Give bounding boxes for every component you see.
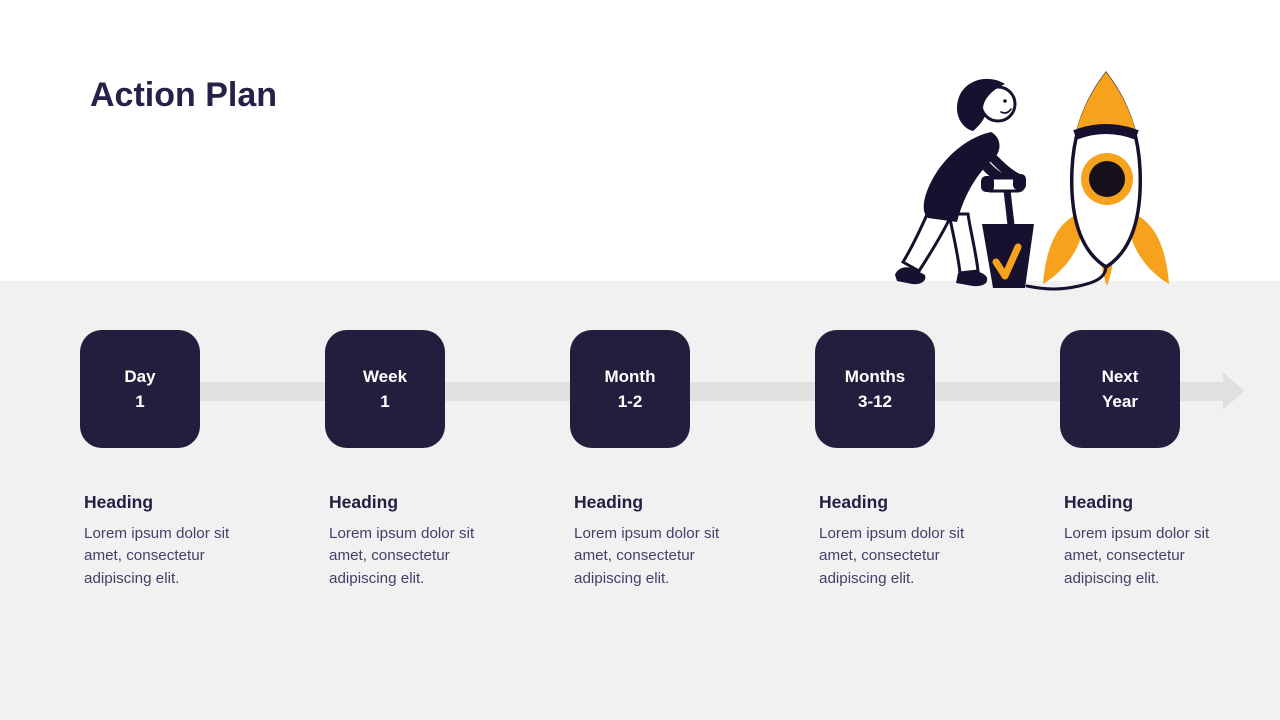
launch-illustration <box>895 71 1169 291</box>
rocket-icon <box>1043 71 1169 286</box>
milestone-description: Heading Lorem ipsum dolor sit amet, cons… <box>819 492 997 590</box>
plunger-box <box>981 174 1034 288</box>
milestone-body: Lorem ipsum dolor sit amet, consectetur … <box>819 525 965 587</box>
milestone-chip-month-1-2: Month 1-2 <box>570 330 690 448</box>
milestone-sublabel: Year <box>1102 392 1138 411</box>
milestone-body: Lorem ipsum dolor sit amet, consectetur … <box>574 525 720 587</box>
milestone-label: Next <box>1101 367 1139 386</box>
milestone-body: Lorem ipsum dolor sit amet, consectetur … <box>84 525 230 587</box>
milestone-chip-months-3-12: Months 3-12 <box>815 330 935 448</box>
milestone-chip-next-year: Next Year <box>1060 330 1180 448</box>
milestone-label: Months <box>844 367 906 386</box>
page-title: Action Plan <box>90 76 278 114</box>
milestone-body: Lorem ipsum dolor sit amet, consectetur … <box>1064 525 1210 587</box>
milestone-chip-week-1: Week 1 <box>325 330 445 448</box>
milestone-heading: Heading <box>329 492 399 512</box>
milestone-description: Heading Lorem ipsum dolor sit amet, cons… <box>329 492 507 590</box>
milestone-label: Day <box>124 367 156 386</box>
milestone-sublabel: 1 <box>135 392 145 411</box>
milestone-description: Heading Lorem ipsum dolor sit amet, cons… <box>574 492 752 590</box>
milestone-sublabel: 3-12 <box>857 392 893 411</box>
checkmark-icon <box>992 243 1022 280</box>
shoe-back <box>895 267 926 285</box>
milestone-heading: Heading <box>84 492 154 512</box>
milestone-heading: Heading <box>574 492 644 512</box>
milestone-sublabel: 1-2 <box>617 392 643 411</box>
milestone-label: Month <box>604 367 656 386</box>
milestone-sublabel: 1 <box>380 392 390 411</box>
milestone-heading: Heading <box>1064 492 1134 512</box>
milestone-description: Heading Lorem ipsum dolor sit amet, cons… <box>84 492 262 590</box>
timeline-arrowhead <box>1223 372 1244 410</box>
milestone-body: Lorem ipsum dolor sit amet, consectetur … <box>329 525 475 587</box>
hair <box>956 78 1005 131</box>
milestone-description: Heading Lorem ipsum dolor sit amet, cons… <box>1064 492 1242 590</box>
shoe-front <box>956 270 988 287</box>
milestone-chip-day-1: Day 1 <box>80 330 200 448</box>
fuse-wire <box>1025 264 1108 291</box>
milestone-heading: Heading <box>819 492 889 512</box>
milestone-label: Week <box>362 367 408 386</box>
